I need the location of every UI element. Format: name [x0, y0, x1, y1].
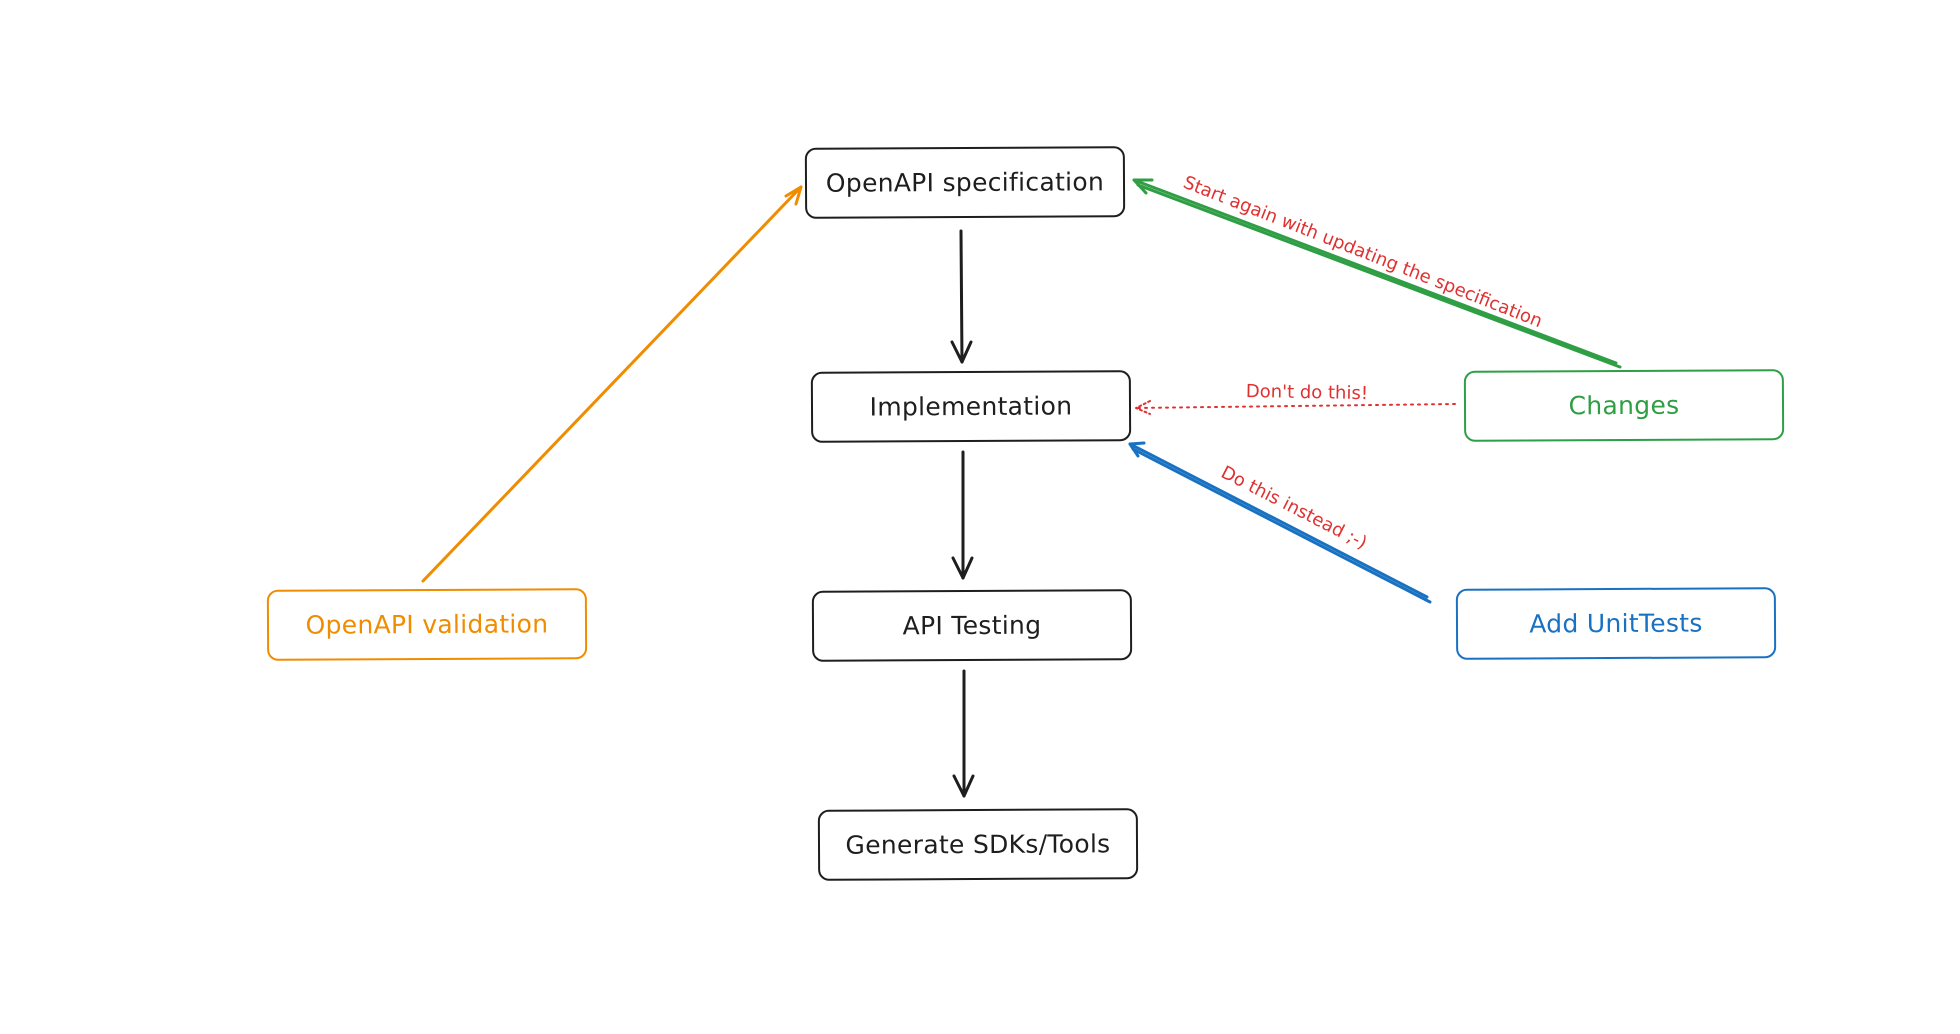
arrow-changes-to-spec [1132, 178, 1622, 369]
node-generate-sdks-tools[interactable]: Generate SDKs/Tools [817, 808, 1139, 881]
edge-label-dont-do-this: Don't do this! [1245, 381, 1369, 405]
node-api-testing[interactable]: API Testing [811, 589, 1133, 662]
node-add-unittests-label: Add UnitTests [1529, 608, 1703, 639]
arrow-spec-to-implementation [950, 229, 973, 364]
node-add-unittests[interactable]: Add UnitTests [1455, 587, 1777, 660]
node-generate-sdks-tools-label: Generate SDKs/Tools [845, 829, 1111, 860]
node-openapi-validation[interactable]: OpenAPI validation [266, 588, 588, 661]
node-changes[interactable]: Changes [1463, 369, 1785, 442]
arrow-testing-to-generate [952, 669, 975, 798]
node-changes-label: Changes [1568, 390, 1680, 421]
node-api-testing-label: API Testing [902, 610, 1042, 641]
node-openapi-specification[interactable]: OpenAPI specification [804, 146, 1126, 219]
node-openapi-specification-label: OpenAPI specification [825, 167, 1105, 198]
node-implementation[interactable]: Implementation [810, 370, 1132, 443]
node-openapi-validation-label: OpenAPI validation [305, 609, 549, 640]
arrow-unittests-to-implementation [1128, 441, 1432, 604]
arrow-validation-to-spec [421, 185, 803, 583]
arrow-changes-to-implementation [1135, 400, 1456, 415]
arrow-implementation-to-testing [951, 450, 974, 580]
node-implementation-label: Implementation [869, 391, 1073, 422]
